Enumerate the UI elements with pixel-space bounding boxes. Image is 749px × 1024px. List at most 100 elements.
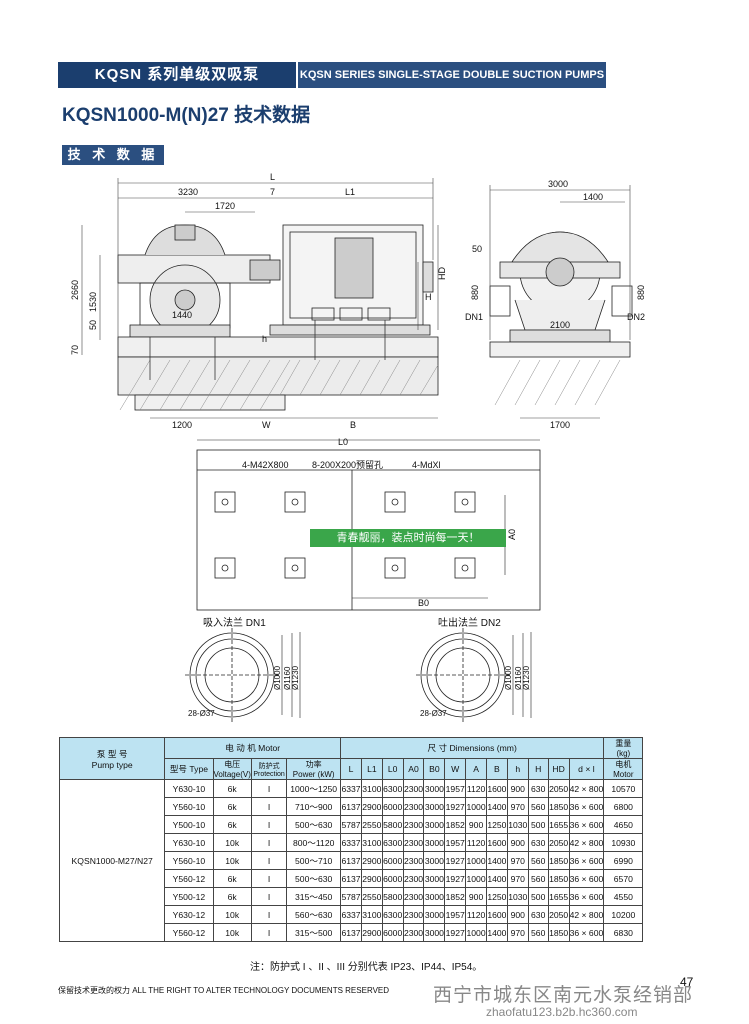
table-cell: 900 [465,815,487,834]
table-cell: 10k [212,923,252,942]
table-cell: 1850 [547,923,570,942]
label-bolt2: 4-MdXl [412,460,441,470]
table-cell: 6990 [603,851,644,870]
table-cell: 6800 [603,797,644,816]
protection-note: 注：防护式 I 、II 、III 分别代表 IP23、IP44、IP54。 [250,962,483,973]
table-cell: 10k [212,905,252,924]
motor-side-view [269,224,434,336]
table-cell: Y560-10 [164,797,214,816]
table-cell: 800～1120 [286,833,342,852]
table-cell: 42 × 800 [568,833,605,852]
table-cell: I [250,851,288,870]
table-cell: 1030 [506,887,529,906]
dim-50: 50 [88,320,98,330]
dim-1700: 1700 [550,420,570,430]
dim-2660: 2660 [70,280,80,300]
table-cell: 3000 [423,905,446,924]
header-dim-L: L [340,758,362,780]
table-cell: 4650 [603,815,644,834]
table-cell: 560 [527,923,549,942]
table-cell: 5800 [381,815,404,834]
table-cell: 1927 [444,797,467,816]
table-cell: 1120 [465,779,487,798]
table-cell: 6337 [340,779,362,798]
dim-d1000a: Ø1000 [273,665,282,690]
dim-B: B [350,420,356,430]
table-cell: 42 × 800 [568,779,605,798]
table-cell: 6k [212,815,252,834]
series-title-en: KQSN SERIES SINGLE-STAGE DOUBLE SUCTION … [298,62,606,88]
foundation [117,336,439,411]
table-cell: 10570 [603,779,644,798]
table-cell: 1957 [444,833,467,852]
dim-H: H [425,292,432,302]
dim-2100: 2100 [550,320,570,330]
table-cell: 3000 [423,851,446,870]
table-cell: 900 [465,887,487,906]
header-dim-H: H [527,758,549,780]
table-cell: 1000 [465,923,487,942]
table-cell: 1400 [485,851,508,870]
table-cell: 6337 [340,905,362,924]
label-bolt1: 4-M42X800 [242,460,289,470]
table-cell: 5787 [340,887,362,906]
table-cell: Y560-10 [164,851,214,870]
table-cell: 315～500 [286,923,342,942]
header-dim-A: A [465,758,487,780]
dealer-name: 西宁市城东区南元水泵经销部 [433,985,694,1006]
table-cell: 2050 [547,905,570,924]
table-cell: 2300 [402,815,425,834]
table-cell: 6300 [381,779,404,798]
table-cell: 4550 [603,887,644,906]
header-dim-HD: HD [547,758,570,780]
table-cell: 630 [527,905,549,924]
table-cell: 6137 [340,869,362,888]
table-cell: 2900 [360,923,383,942]
table-cell: 6k [212,779,252,798]
table-cell: 970 [506,923,529,942]
dim-1720: 1720 [215,201,235,211]
table-cell: 3000 [423,833,446,852]
table-cell: 36 × 600 [568,923,605,942]
dim-A0: A0 [507,529,517,540]
table-cell: 1850 [547,797,570,816]
table-cell: 2300 [402,779,425,798]
table-cell: 6000 [381,923,404,942]
dim-880b: 880 [636,285,646,300]
header-dim-W: W [444,758,467,780]
table-cell: Y500-12 [164,887,214,906]
dim-d1230b: Ø1230 [522,665,531,690]
table-cell: 6570 [603,869,644,888]
dim-3230: 3230 [178,187,198,197]
table-cell: 1000 [465,851,487,870]
header-voltage: 电压 Voltage(V) [212,758,252,780]
table-cell: 3100 [360,833,383,852]
table-cell: I [250,779,288,798]
header-protection: 防护式 Protection [250,758,288,780]
table-cell: 1850 [547,869,570,888]
table-cell: 1927 [444,869,467,888]
dim-d1000b: Ø1000 [504,665,513,690]
table-cell: 1850 [547,851,570,870]
table-cell: 1250 [485,887,508,906]
table-cell: Y560-12 [164,869,214,888]
table-cell: Y630-10 [164,779,214,798]
table-cell: 6137 [340,851,362,870]
label-DN1: DN1 [465,312,483,322]
dim-HD: HD [437,267,447,280]
table-cell: 1600 [485,779,508,798]
header-type: 型号 Type [164,758,214,780]
table-cell: 6k [212,869,252,888]
table-cell: 500～710 [286,851,342,870]
table-cell: 500 [527,815,549,834]
table-cell: 900 [506,905,529,924]
table-cell: 1655 [547,815,570,834]
table-cell: 6137 [340,797,362,816]
table-cell: I [250,815,288,834]
dim-L0: L0 [338,437,348,447]
